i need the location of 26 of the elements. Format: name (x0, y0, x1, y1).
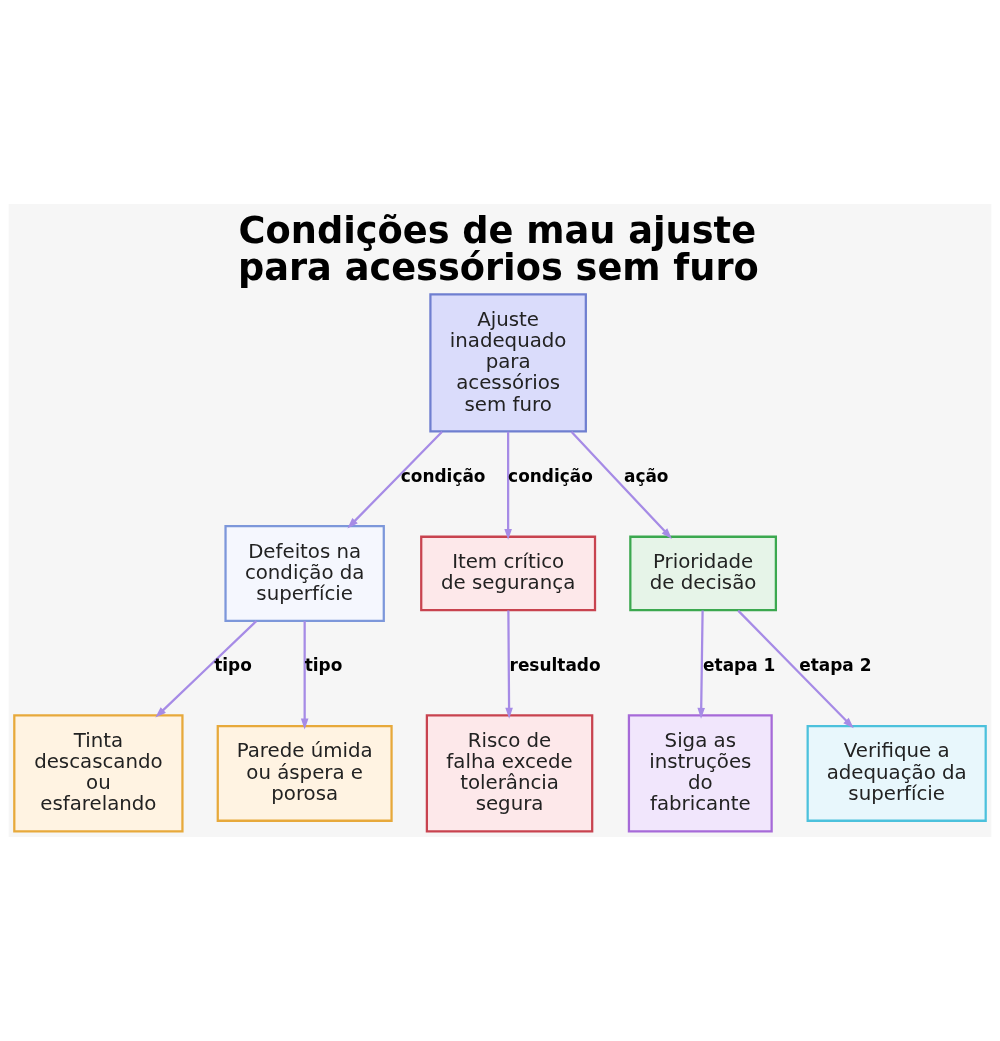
node-box: Parede úmida ou áspera e porosa (216, 724, 393, 822)
edge-label: condição (400, 465, 486, 486)
node-box: Risco de falha excede tolerância segura (425, 714, 594, 833)
edge-label: ação (623, 465, 669, 486)
edge-label: tipo (304, 655, 343, 676)
arrow (505, 610, 513, 719)
node-box: Defeitos na condição da superfície (224, 525, 385, 622)
node-box: Item crítico de segurança (420, 535, 597, 612)
arrow (300, 621, 309, 730)
arrow (697, 610, 705, 719)
edge-label: resultado (509, 655, 601, 676)
node-box: Siga as instruções do fabricante (627, 714, 773, 833)
arrow (504, 431, 512, 540)
diagram-title: Condições de mau ajuste para acessórios sem furo (237, 209, 759, 290)
arrow (155, 620, 258, 718)
node-box: Prioridade de decisão (629, 535, 777, 612)
arrow (737, 609, 854, 729)
edge-label: tipo (214, 655, 252, 676)
node-box: Ajuste inadequado para acessórios sem furo (429, 293, 587, 433)
edge-label: etapa 2 (799, 655, 872, 676)
node-box: Verifique a adequação da superfície (806, 724, 987, 822)
edge-label: etapa 1 (703, 655, 776, 676)
edge-label: condição (508, 465, 593, 486)
arrow (347, 431, 443, 529)
node-box: Tinta descascando ou esfarelando (13, 714, 184, 833)
arrow (570, 431, 672, 539)
